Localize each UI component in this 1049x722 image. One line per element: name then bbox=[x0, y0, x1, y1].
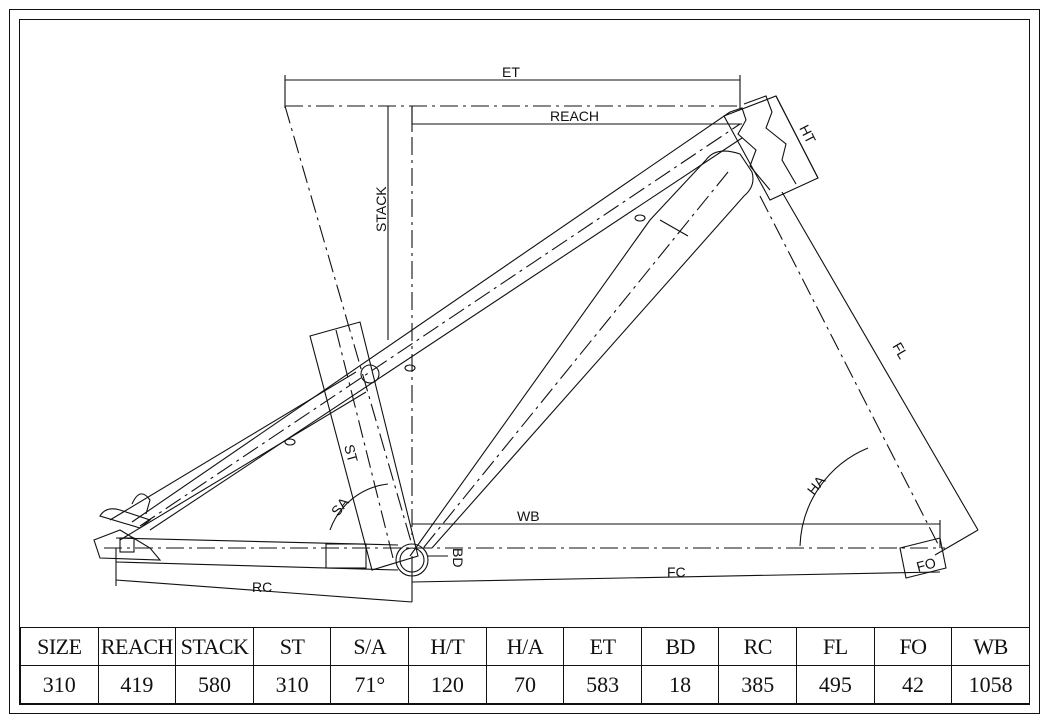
ha-arc bbox=[799, 447, 869, 547]
down-tube bbox=[409, 150, 754, 557]
fl-label: FL bbox=[889, 340, 911, 362]
header-ha: H/A bbox=[485, 627, 565, 666]
value-wb: 1058 bbox=[951, 665, 1030, 704]
header-bd: BD bbox=[640, 627, 720, 666]
fork-line bbox=[759, 191, 979, 556]
rear-dropout bbox=[93, 493, 162, 561]
ha-label: HA bbox=[804, 472, 829, 498]
fo-box bbox=[899, 537, 947, 579]
head-tube bbox=[723, 95, 819, 201]
header-rc: RC bbox=[718, 627, 798, 666]
sa-arc bbox=[329, 483, 389, 531]
rc-dimension bbox=[115, 548, 413, 603]
geometry-value-row: 310 419 580 310 71° 120 70 583 18 385 49… bbox=[20, 665, 1030, 704]
header-stack: STACK bbox=[175, 627, 254, 666]
et-dimension bbox=[284, 75, 742, 108]
header-reach: REACH bbox=[97, 627, 177, 666]
value-rc: 385 bbox=[718, 665, 798, 704]
header-et: ET bbox=[563, 627, 642, 666]
fo-label: FO bbox=[915, 554, 938, 575]
value-stack: 580 bbox=[175, 665, 254, 704]
ht-label: HT bbox=[796, 122, 819, 146]
value-st: 310 bbox=[252, 665, 332, 704]
st-label: ST bbox=[341, 443, 361, 465]
header-fl: FL bbox=[796, 627, 875, 666]
chainstay bbox=[115, 537, 399, 571]
rc-label: RC bbox=[252, 579, 272, 595]
fc-label: FC bbox=[667, 564, 686, 580]
top-tube bbox=[131, 111, 743, 531]
seatstay bbox=[109, 371, 367, 541]
header-fo: FO bbox=[873, 627, 953, 666]
header-sa: S/A bbox=[330, 627, 410, 666]
value-sa: 71° bbox=[330, 665, 410, 704]
stack-label: STACK bbox=[373, 186, 389, 232]
reach-label: REACH bbox=[550, 108, 599, 124]
value-fl: 495 bbox=[796, 665, 875, 704]
value-bd: 18 bbox=[640, 665, 720, 704]
geometry-table: SIZE REACH STACK ST S/A H/T H/A ET BD RC… bbox=[20, 627, 1030, 704]
outer-border bbox=[9, 9, 1040, 714]
sa-label: SA bbox=[328, 494, 353, 519]
value-reach: 419 bbox=[97, 665, 177, 704]
value-fo: 42 bbox=[873, 665, 953, 704]
value-ht: 120 bbox=[408, 665, 487, 704]
value-et: 583 bbox=[563, 665, 642, 704]
et-label: ET bbox=[502, 64, 520, 80]
bd-label: BD bbox=[450, 548, 466, 567]
ht-dimension bbox=[775, 95, 819, 179]
wb-label: WB bbox=[517, 508, 540, 524]
header-wb: WB bbox=[951, 627, 1030, 666]
value-size: 310 bbox=[20, 665, 99, 704]
stack-dimension bbox=[387, 106, 413, 540]
seat-tube bbox=[309, 321, 419, 571]
geometry-header-row: SIZE REACH STACK ST S/A H/T H/A ET BD RC… bbox=[20, 627, 1030, 666]
header-ht: H/T bbox=[408, 627, 487, 666]
wb-dimension bbox=[104, 520, 945, 549]
header-size: SIZE bbox=[20, 627, 99, 666]
header-st: ST bbox=[252, 627, 332, 666]
value-ha: 70 bbox=[485, 665, 565, 704]
inner-border bbox=[19, 19, 1030, 705]
bottom-bracket bbox=[395, 543, 448, 577]
fc-dimension bbox=[411, 571, 941, 583]
cable-guides bbox=[284, 214, 646, 446]
